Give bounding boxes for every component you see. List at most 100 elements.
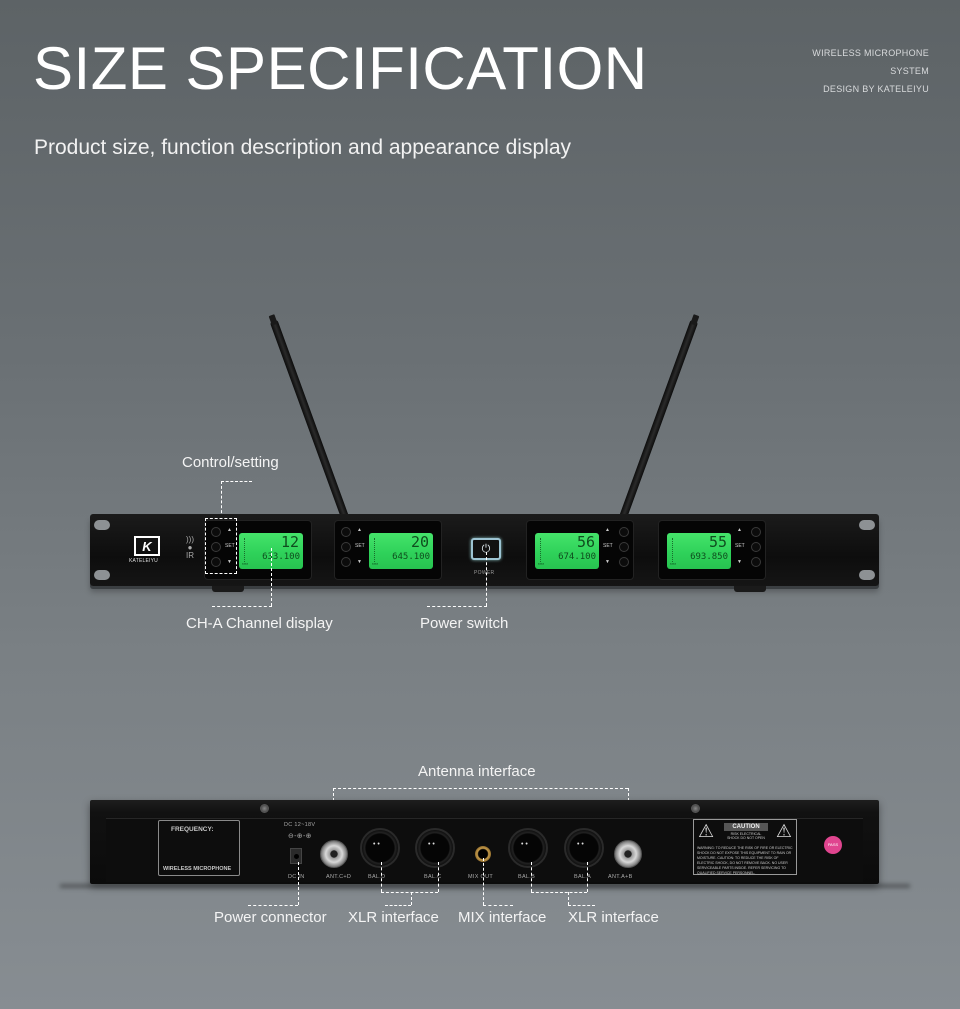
down-button[interactable] (341, 557, 351, 567)
set-label: SET (225, 543, 235, 549)
set-button[interactable] (211, 542, 221, 552)
up-button[interactable] (211, 527, 221, 537)
port-label: ANT.A+B (608, 874, 633, 880)
rack-ear-hole (859, 570, 875, 580)
lcd-display-c: 56 674.100 ▭▭ (535, 533, 599, 569)
frequency-label-plate: FREQUENCY: WIRELESS MICROPHONE (158, 820, 240, 876)
port-label: BAL.D (368, 874, 386, 880)
brand-name: KATELEIYU (129, 558, 158, 564)
set-button[interactable] (341, 542, 351, 552)
port-label: DC IN (288, 874, 305, 880)
frequency-value: 633.100 (262, 552, 300, 562)
lightning-warning-icon: ⚠ (698, 821, 715, 841)
panel-shadow (60, 884, 910, 888)
frequency-value: 674.100 (558, 552, 596, 562)
up-button[interactable] (619, 527, 629, 537)
frequency-label: FREQUENCY: (171, 826, 214, 833)
channel-number: 12 (280, 533, 299, 551)
set-label: SET (603, 543, 613, 549)
rack-foot (734, 586, 766, 592)
channel-number: 20 (410, 533, 429, 551)
port-label: BAL.A (574, 874, 592, 880)
frequency-value: 693.850 (690, 552, 728, 562)
port-label: BAL.B (518, 874, 536, 880)
callout-line (333, 788, 628, 789)
callout-line (568, 892, 569, 905)
page-title: SIZE SPECIFICATION (33, 35, 648, 102)
set-button[interactable] (751, 542, 761, 552)
mix-out-jack[interactable] (475, 846, 491, 862)
callout-line (212, 606, 272, 607)
callout-line (221, 481, 222, 518)
receiver-rear-panel: FREQUENCY: WIRELESS MICROPHONE DC 12~18V… (90, 800, 879, 884)
ir-label: IR (186, 551, 194, 560)
rf-meter (672, 538, 673, 562)
rack-ear-hole (94, 570, 110, 580)
xlr-output-a[interactable] (564, 828, 604, 868)
set-label: SET (355, 543, 365, 549)
callout-line (385, 905, 411, 906)
port-label: BAL.C (424, 874, 442, 880)
frequency-footer: WIRELESS MICROPHONE (163, 866, 232, 872)
dc-in-jack[interactable] (290, 848, 302, 864)
antenna-left (269, 319, 350, 522)
channel-module-b: ▲ SET ▼ 20 645.100 ▭▭ (334, 520, 442, 580)
brand-line: SYSTEM (890, 66, 929, 76)
antenna-connector-ab[interactable] (614, 840, 642, 868)
lcd-display-b: 20 645.100 ▭▭ (369, 533, 433, 569)
caution-label: ⚠ CAUTION RISK ELECTRICAL SHOCK DO NOT O… (693, 819, 797, 875)
port-label: ANT.C+D (326, 874, 352, 880)
xlr-output-b[interactable] (508, 828, 548, 868)
caution-body: WARNING: TO REDUCE THE RISK OF FIRE OR E… (697, 846, 793, 875)
battery-icon: ▭▭ (242, 561, 249, 567)
up-button[interactable] (341, 527, 351, 537)
down-button[interactable] (211, 557, 221, 567)
down-arrow-icon: ▼ (737, 559, 742, 565)
brand-block: WIRELESS MICROPHONE SYSTEM DESIGN BY KAT… (812, 44, 929, 98)
callout-line (483, 905, 513, 906)
callout-line (427, 606, 487, 607)
callout-line (438, 862, 439, 892)
dc-rating-label: DC 12~18V (284, 822, 316, 828)
rf-meter (244, 538, 245, 562)
ir-sensor-icon: )))●IR (186, 535, 194, 560)
set-button[interactable] (619, 542, 629, 552)
brand-line: WIRELESS MICROPHONE (812, 48, 929, 58)
callout-antenna-interface: Antenna interface (418, 763, 536, 780)
channel-module-c: 56 674.100 ▭▭ ▲ SET ▼ (526, 520, 634, 580)
brand-line: DESIGN BY KATELEIYU (823, 84, 929, 94)
callout-line (381, 892, 438, 893)
callout-line (411, 892, 412, 905)
callout-xlr-right: XLR interface (568, 909, 659, 926)
power-label: POWER (474, 570, 495, 576)
polarity-icon: ⊖-⊕-⊕ (288, 833, 312, 840)
set-label: SET (735, 543, 745, 549)
down-button[interactable] (751, 557, 761, 567)
xlr-output-c[interactable] (415, 828, 455, 868)
up-button[interactable] (751, 527, 761, 537)
down-button[interactable] (619, 557, 629, 567)
up-arrow-icon: ▲ (605, 527, 610, 533)
port-label: MIX OUT (468, 874, 494, 880)
xlr-output-d[interactable] (360, 828, 400, 868)
callout-line (486, 552, 487, 606)
rack-ear-hole (94, 520, 110, 530)
pass-sticker: PASS (824, 836, 842, 854)
callout-power-connector: Power connector (214, 909, 327, 926)
up-arrow-icon: ▲ (357, 527, 362, 533)
page-subtitle: Product size, function description and a… (34, 136, 571, 159)
callout-line (381, 862, 382, 892)
battery-icon: ▭▭ (538, 561, 545, 567)
channel-module-a: ▲ SET ▼ 12 633.100 ▭▭ (204, 520, 312, 580)
screw-icon (691, 804, 700, 813)
exclamation-warning-icon: ⚠ (775, 821, 792, 841)
control-buttons (619, 527, 643, 572)
antenna-connector-cd[interactable] (320, 840, 348, 868)
callout-line (531, 862, 532, 892)
callout-power-switch: Power switch (420, 615, 509, 632)
lcd-display-d: 55 693.850 ▭▭ (667, 533, 731, 569)
callout-line (483, 858, 484, 905)
caution-title: CAUTION (724, 823, 768, 831)
callout-xlr-left: XLR interface (348, 909, 439, 926)
control-highlight-box (205, 518, 237, 574)
